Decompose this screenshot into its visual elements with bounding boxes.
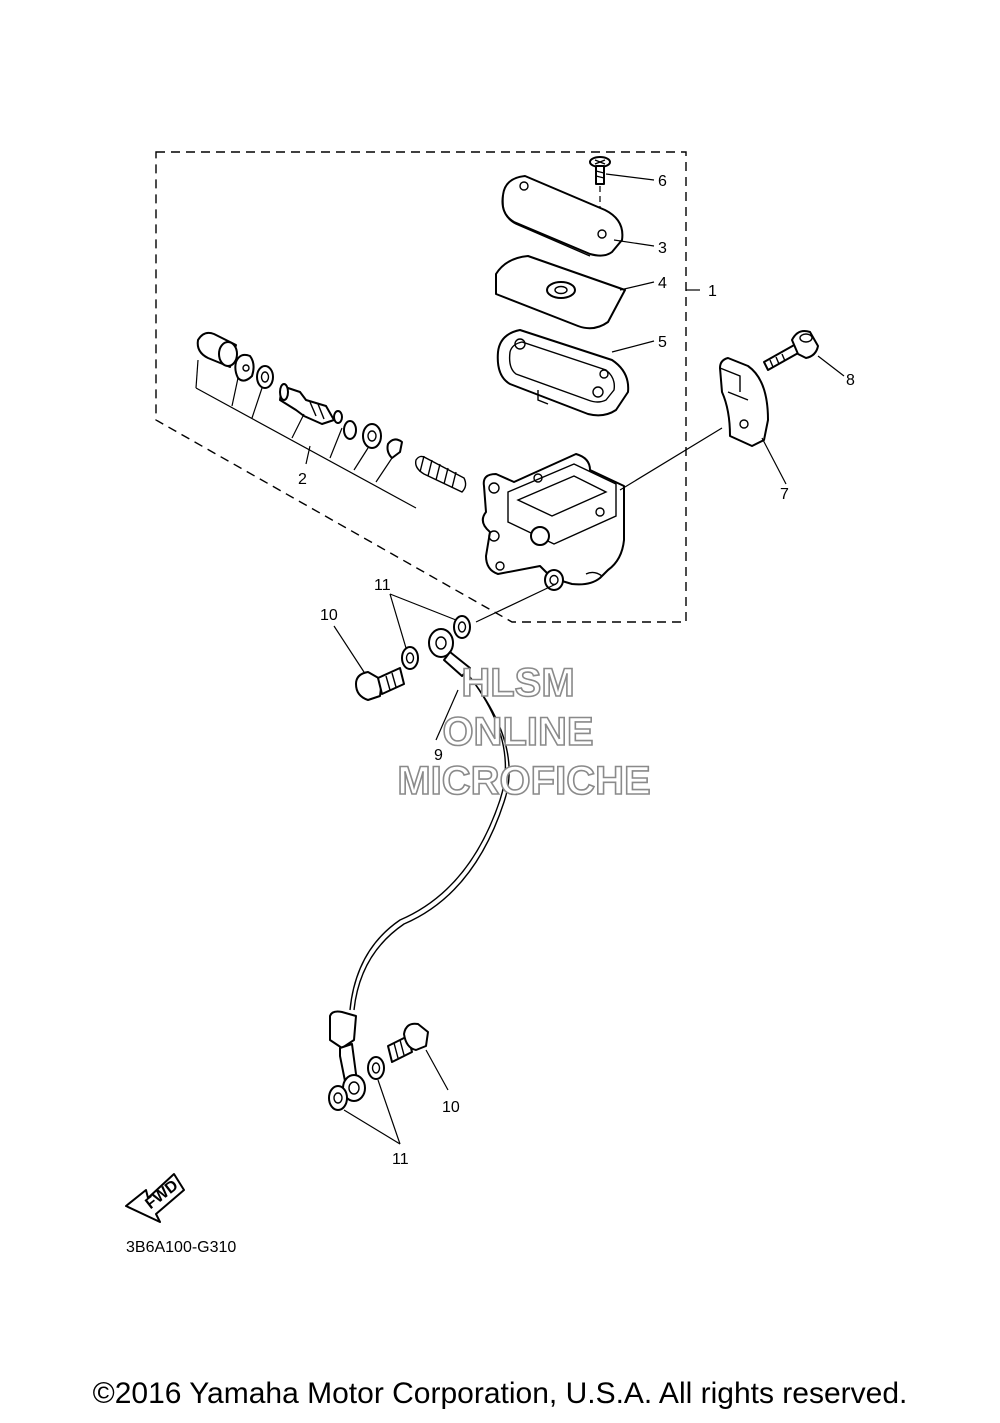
part-2-piston-kit[interactable] [195,331,467,509]
upper-washers-part-11[interactable] [389,583,557,670]
callout-2: 2 [298,471,307,488]
part-5-diaphragm[interactable] [496,329,630,417]
part-3-cap[interactable] [501,175,624,257]
copyright-notice: ©2016 Yamaha Motor Corporation, U.S.A. A… [92,1377,908,1410]
diagram-code: 3B6A100-G310 [126,1239,237,1256]
callout-5: 5 [658,334,667,351]
master-cylinder-body[interactable] [481,453,625,591]
callout-6: 6 [658,173,667,190]
svg-text:MICROFICHE: MICROFICHE [397,759,650,803]
part-4-diaphragm-plate[interactable] [495,255,626,330]
callout-8: 8 [846,372,855,389]
callout-10-upper: 10 [320,607,338,624]
callout-leaders [605,173,845,485]
lower-union-bolt-part-10[interactable] [387,1022,449,1091]
callout-4: 4 [658,275,667,292]
fwd-arrow-icon: FWD [125,1173,185,1223]
part-8-bolt[interactable] [763,330,819,371]
part-7-holder[interactable] [619,357,769,491]
lower-washers-part-11[interactable] [328,1056,401,1145]
callout-10-lower: 10 [442,1099,460,1116]
watermark: HLSM ONLINE MICROFICHE [397,660,652,804]
callout-3: 3 [658,240,667,257]
callout-9: 9 [434,747,443,764]
upper-union-bolt-part-10[interactable] [333,625,405,701]
svg-text:HLSM: HLSM [461,661,574,705]
svg-text:ONLINE: ONLINE [442,710,593,754]
part-9-brake-hose[interactable] [329,628,510,1102]
assembly-boundary [155,151,687,623]
callout-7: 7 [780,486,789,503]
callout-11-lower: 11 [392,1151,409,1168]
callout-1: 1 [708,283,717,300]
callout-11-upper: 11 [374,577,391,594]
